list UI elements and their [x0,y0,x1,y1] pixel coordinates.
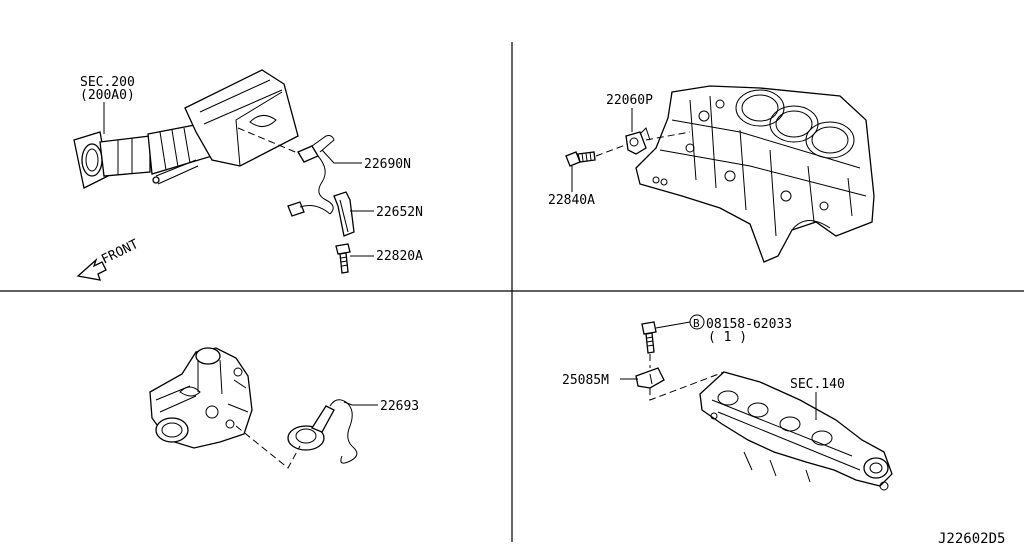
label-sec200: SEC.200 [80,75,135,90]
label-qty: ( 1 ) [708,330,747,345]
label-sec200-sub: (200A0) [80,88,135,103]
pressure-sensor-22693 [287,399,358,464]
leader-catalyst-sensor [237,127,301,155]
intake-manifold [699,371,893,491]
bolt-22820a [335,243,351,274]
label-sec140: SEC.140 [790,377,845,392]
throttle-body-assembly [149,347,253,449]
label-22060p: 22060P [606,93,653,108]
label-22820a: 22820A [376,249,423,264]
leader-sensor-manifold [649,371,725,401]
leader-throttle-sensor [235,425,301,469]
label-22652n: 22652N [376,205,423,220]
label-bolt-prefix: B [693,317,700,330]
leader-22693 [343,401,378,406]
leader-22690n [321,149,362,164]
leader-knock-bolt [595,143,629,157]
label-22693: 22693 [380,399,419,414]
front-arrow-icon [76,257,107,281]
label-22840a: 22840A [548,193,595,208]
label-front: FRONT [99,237,141,268]
label-25085m: 25085M [562,373,609,388]
cylinder-block [635,85,875,263]
harness-bracket-22652n [333,191,355,237]
sensor-25085m [635,367,665,389]
leader-08158-62033 [655,321,691,329]
oxygen-sensor-22690n [287,135,335,217]
diagram-id: J22602D5 [938,531,1005,547]
catalyst-assembly [73,69,299,189]
label-08158-62033: 08158-62033 [706,317,792,332]
leader-knock-block [645,131,691,141]
label-22690n: 22690N [364,157,411,172]
bolt-22840a [565,151,596,167]
knock-sensor-22060p [625,127,651,155]
bolt-08158-62033 [641,321,657,354]
